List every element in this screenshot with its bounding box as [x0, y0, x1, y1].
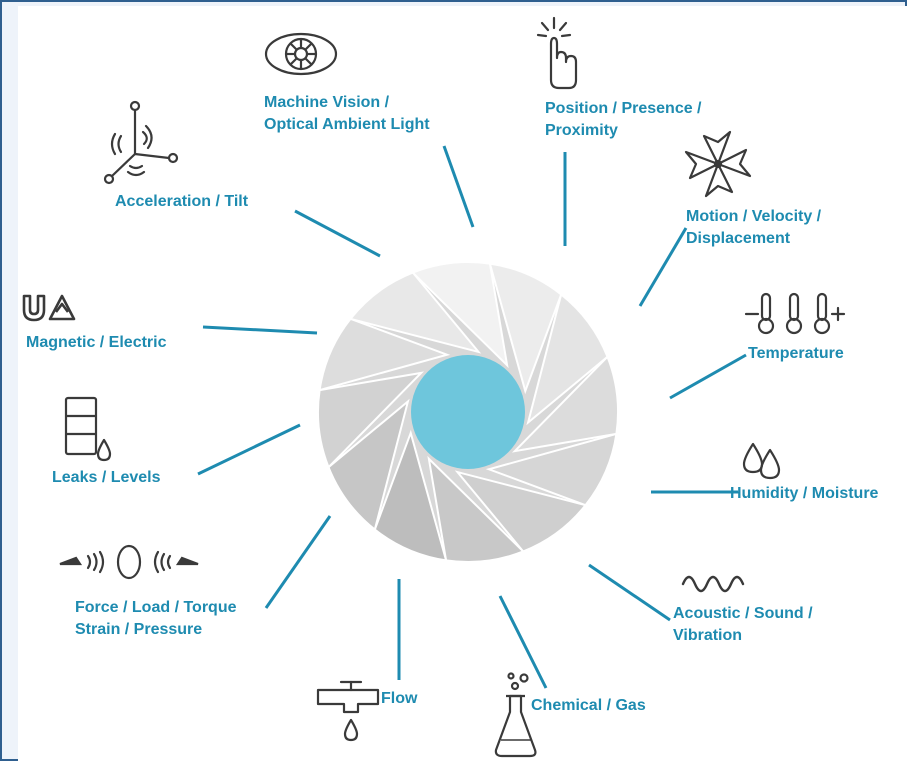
label-line: Acceleration / Tilt: [115, 193, 249, 210]
connector-line: [202, 325, 318, 335]
thermometers-icon: [744, 292, 846, 335]
label-line: Force / Load / Torque: [75, 599, 237, 616]
label-line: Strain / Pressure: [75, 621, 203, 638]
label-motion: Motion / Velocity / Displacement: [686, 206, 821, 250]
label-line: Humidity / Moisture: [730, 485, 879, 502]
connector-line: [638, 227, 688, 307]
connector-line: [669, 353, 747, 400]
label-acceleration: Acceleration / Tilt: [115, 191, 248, 213]
label-line: Proximity: [545, 122, 618, 139]
label-force: Force / Load / Torque Strain / Pressure: [75, 597, 237, 641]
faucet-icon: [316, 680, 380, 742]
connector-line: [442, 145, 475, 228]
label-flow: Flow: [381, 688, 417, 710]
label-line: Flow: [381, 690, 418, 707]
magnet-icon: [22, 294, 76, 322]
label-line: Magnetic / Electric: [26, 334, 167, 351]
label-humidity: Humidity / Moisture: [730, 483, 878, 505]
label-line: Displacement: [686, 230, 791, 247]
sensor-wheel-diagram: [22, 16, 846, 758]
flask-icon: [494, 672, 537, 758]
label-position: Position / Presence / Proximity: [545, 98, 702, 142]
label-line: Leaks / Levels: [52, 469, 161, 486]
fan-icon: [684, 130, 752, 198]
label-line: Vibration: [673, 627, 743, 644]
droplets-icon: [742, 442, 781, 480]
connector-line: [588, 563, 671, 622]
label-leaks: Leaks / Levels: [52, 467, 161, 489]
label-line: Temperature: [748, 345, 844, 362]
aperture-blade: [348, 271, 482, 354]
label-line: Motion / Velocity /: [686, 208, 822, 225]
label-machine-vision: Machine Vision / Optical Ambient Light: [264, 92, 430, 136]
label-line: Machine Vision /: [264, 94, 390, 111]
diagram-panel: Machine Vision / Optical Ambient Light P…: [18, 6, 907, 761]
connector-lines: [197, 145, 747, 689]
label-chemical: Chemical / Gas: [531, 695, 646, 717]
label-line: Acoustic / Sound /: [673, 605, 813, 622]
label-line: Optical Ambient Light: [264, 116, 430, 133]
axes-icon: [103, 100, 179, 185]
connector-line: [264, 515, 332, 609]
aperture-wheel: [317, 261, 619, 563]
label-line: Position / Presence /: [545, 100, 702, 117]
wave-icon: [681, 575, 745, 593]
connector-line: [498, 595, 548, 689]
tank-icon: [64, 396, 112, 462]
touch-icon: [536, 16, 578, 90]
center-circle: [411, 355, 525, 469]
connector-line: [294, 209, 381, 258]
label-magnetic: Magnetic / Electric: [26, 332, 167, 354]
connector-line: [197, 423, 301, 476]
label-temperature: Temperature: [748, 343, 844, 365]
label-acoustic: Acoustic / Sound / Vibration: [673, 603, 813, 647]
eye-icon: [264, 32, 338, 76]
label-line: Chemical / Gas: [531, 697, 646, 714]
pressure-icon: [59, 544, 199, 580]
